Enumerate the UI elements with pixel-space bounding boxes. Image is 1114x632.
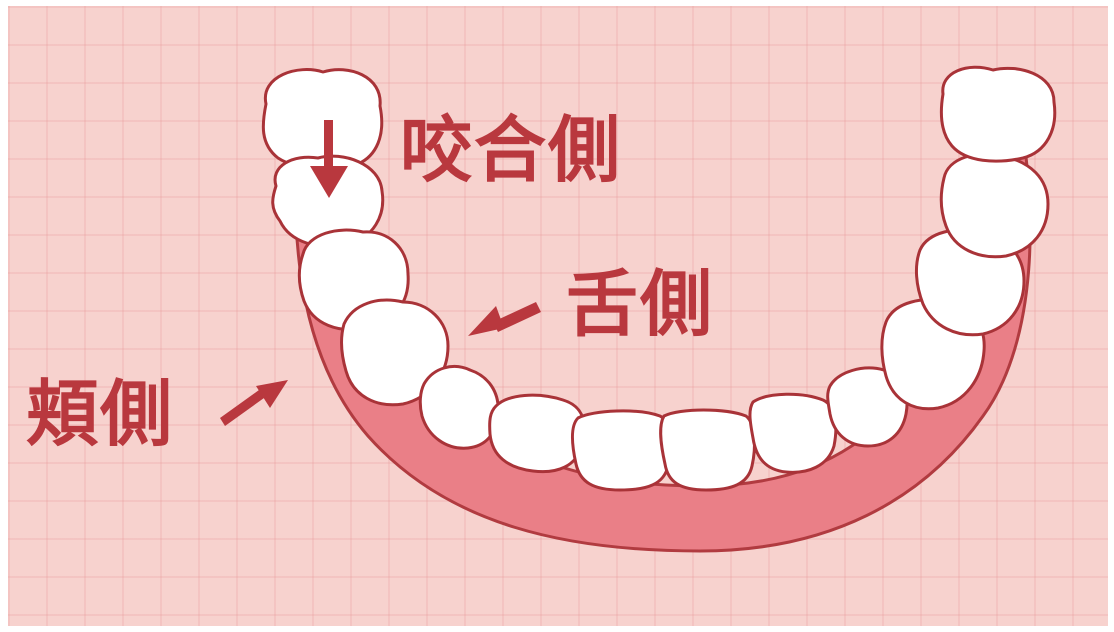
tooth [941, 154, 1048, 257]
label-occlusal-side: 咬合側 [400, 114, 622, 186]
tooth [661, 410, 755, 490]
dental-arch-illustration [8, 6, 1108, 626]
arrow-buccal [220, 380, 288, 426]
label-lingual-side: 舌側 [566, 268, 714, 340]
tooth [263, 70, 381, 169]
tooth [573, 411, 671, 490]
tooth [941, 67, 1054, 161]
tooth [750, 394, 836, 472]
label-buccal-side: 頬側 [26, 378, 174, 450]
tooth [420, 366, 498, 448]
arrow-lingual [468, 302, 541, 336]
tooth [490, 395, 585, 471]
diagram-canvas: 咬合側 舌側 頬側 [8, 6, 1108, 626]
